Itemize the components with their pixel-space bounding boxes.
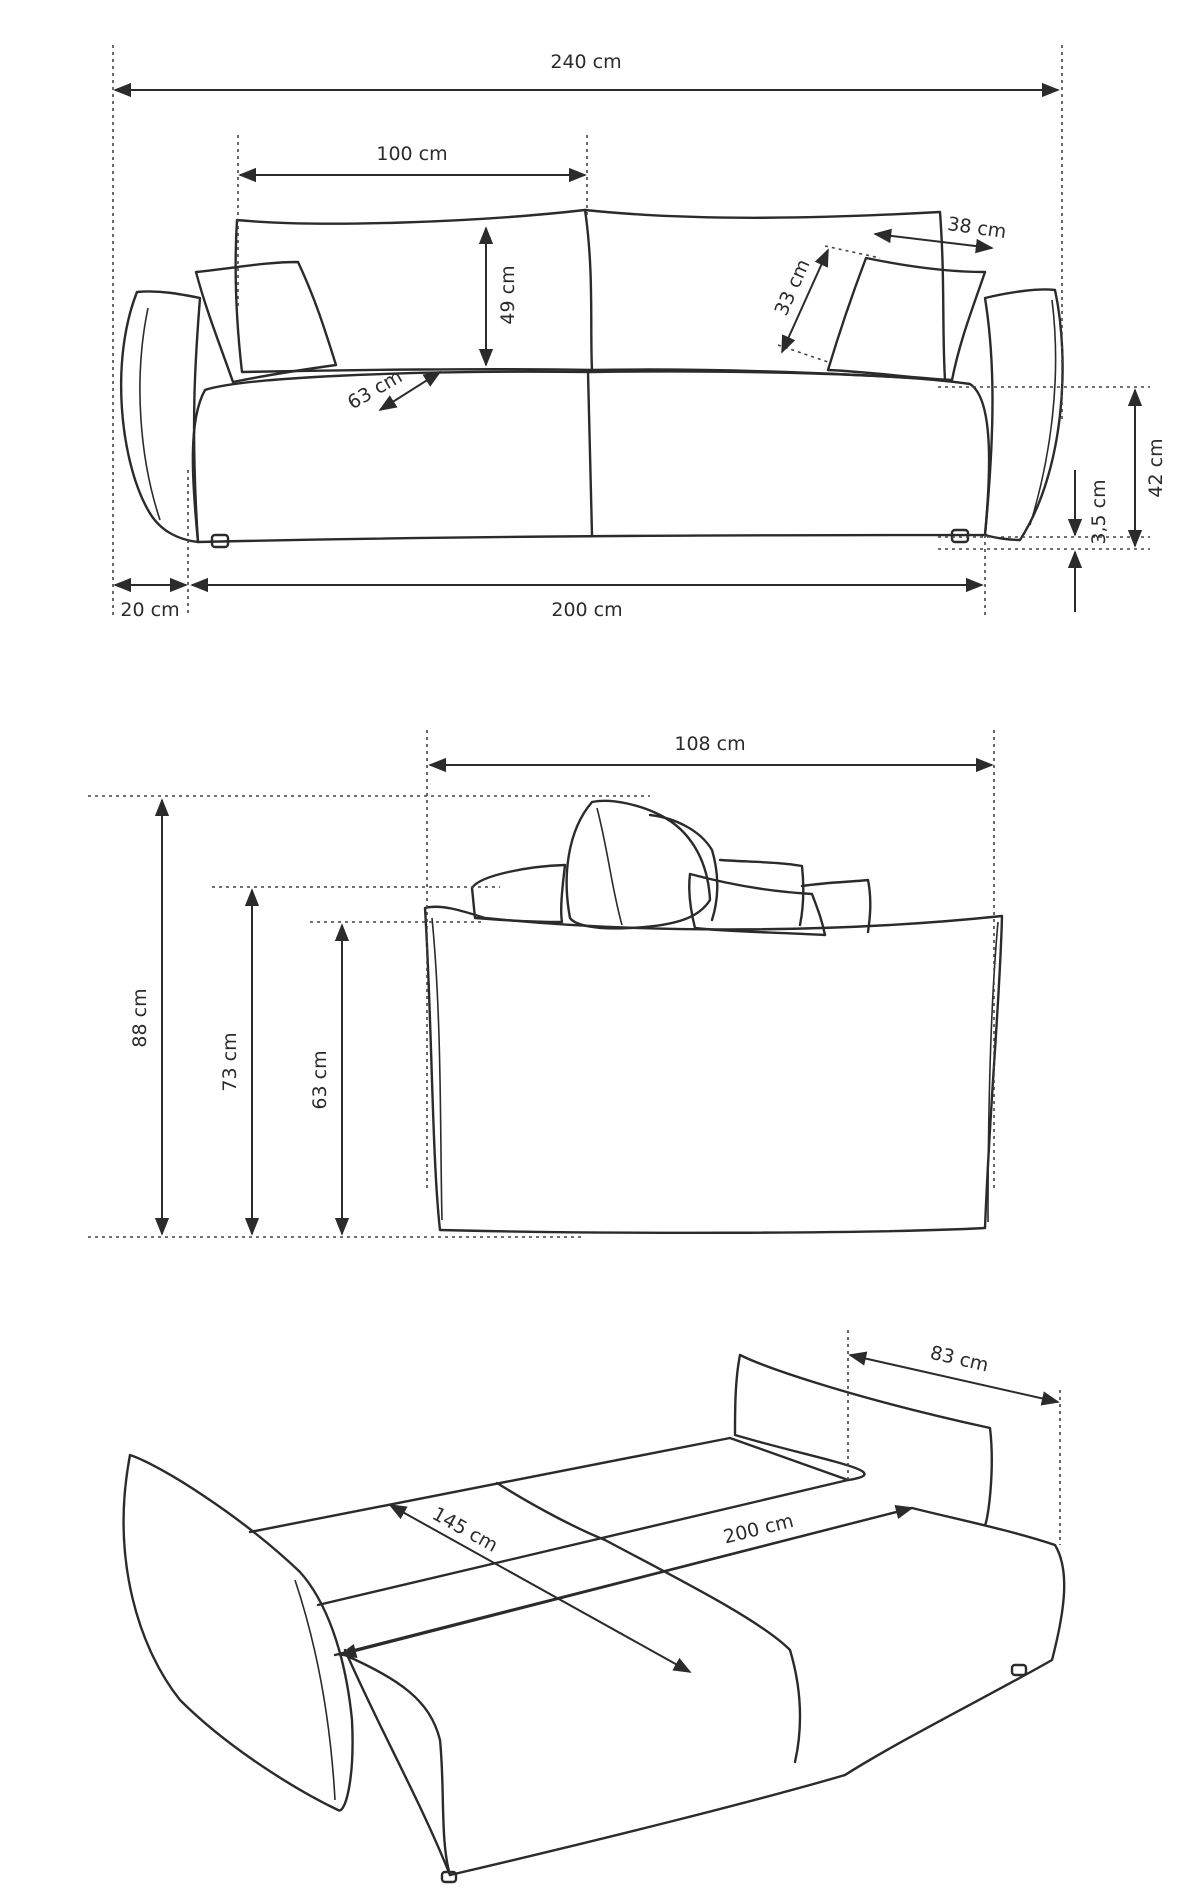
total-height-label: 88 cm — [129, 988, 151, 1047]
depth-label: 108 cm — [674, 733, 745, 755]
front-view: 240 cm 100 cm 49 cm 38 cm 33 cm 63 cm 20… — [112, 45, 1167, 621]
side-cushion-height-dimension — [781, 248, 829, 354]
bed-view: 83 cm 145 cm 200 cm — [122, 1330, 1066, 1884]
seat-height-label: 42 cm — [1145, 438, 1167, 497]
backrest-height-label: 49 cm — [497, 265, 519, 324]
side-cushion-depth-label: 38 cm — [946, 213, 1008, 243]
sleeping-width-label: 200 cm — [721, 1510, 795, 1549]
backrest-depth-dimension — [848, 1351, 1060, 1406]
sleeping-depth-dimension — [388, 1504, 692, 1673]
front-sofa-drawing — [120, 208, 1064, 549]
armrest-height-label: 63 cm — [309, 1050, 331, 1109]
sleeping-width-dimension — [338, 1505, 914, 1658]
sleeping-depth-label: 145 cm — [428, 1503, 501, 1557]
backrest-height-side-label: 73 cm — [219, 1032, 241, 1091]
side-sofa-drawing — [423, 799, 1004, 1234]
armrest-width-label: 20 cm — [120, 599, 179, 621]
overall-width-label: 240 cm — [550, 51, 621, 73]
seat-depth-label: 63 cm — [344, 365, 406, 414]
backrest-width-label: 100 cm — [376, 143, 447, 165]
leg-height-label: 3,5 cm — [1088, 479, 1110, 544]
seat-depth-dimension — [378, 371, 442, 411]
side-cushion-height-label: 33 cm — [770, 256, 814, 319]
seat-width-label: 200 cm — [551, 599, 622, 621]
side-cushion-depth-dimension — [873, 228, 994, 254]
backrest-depth-label: 83 cm — [928, 1342, 991, 1377]
side-view: 108 cm 88 cm 73 cm 63 cm — [88, 730, 1004, 1238]
